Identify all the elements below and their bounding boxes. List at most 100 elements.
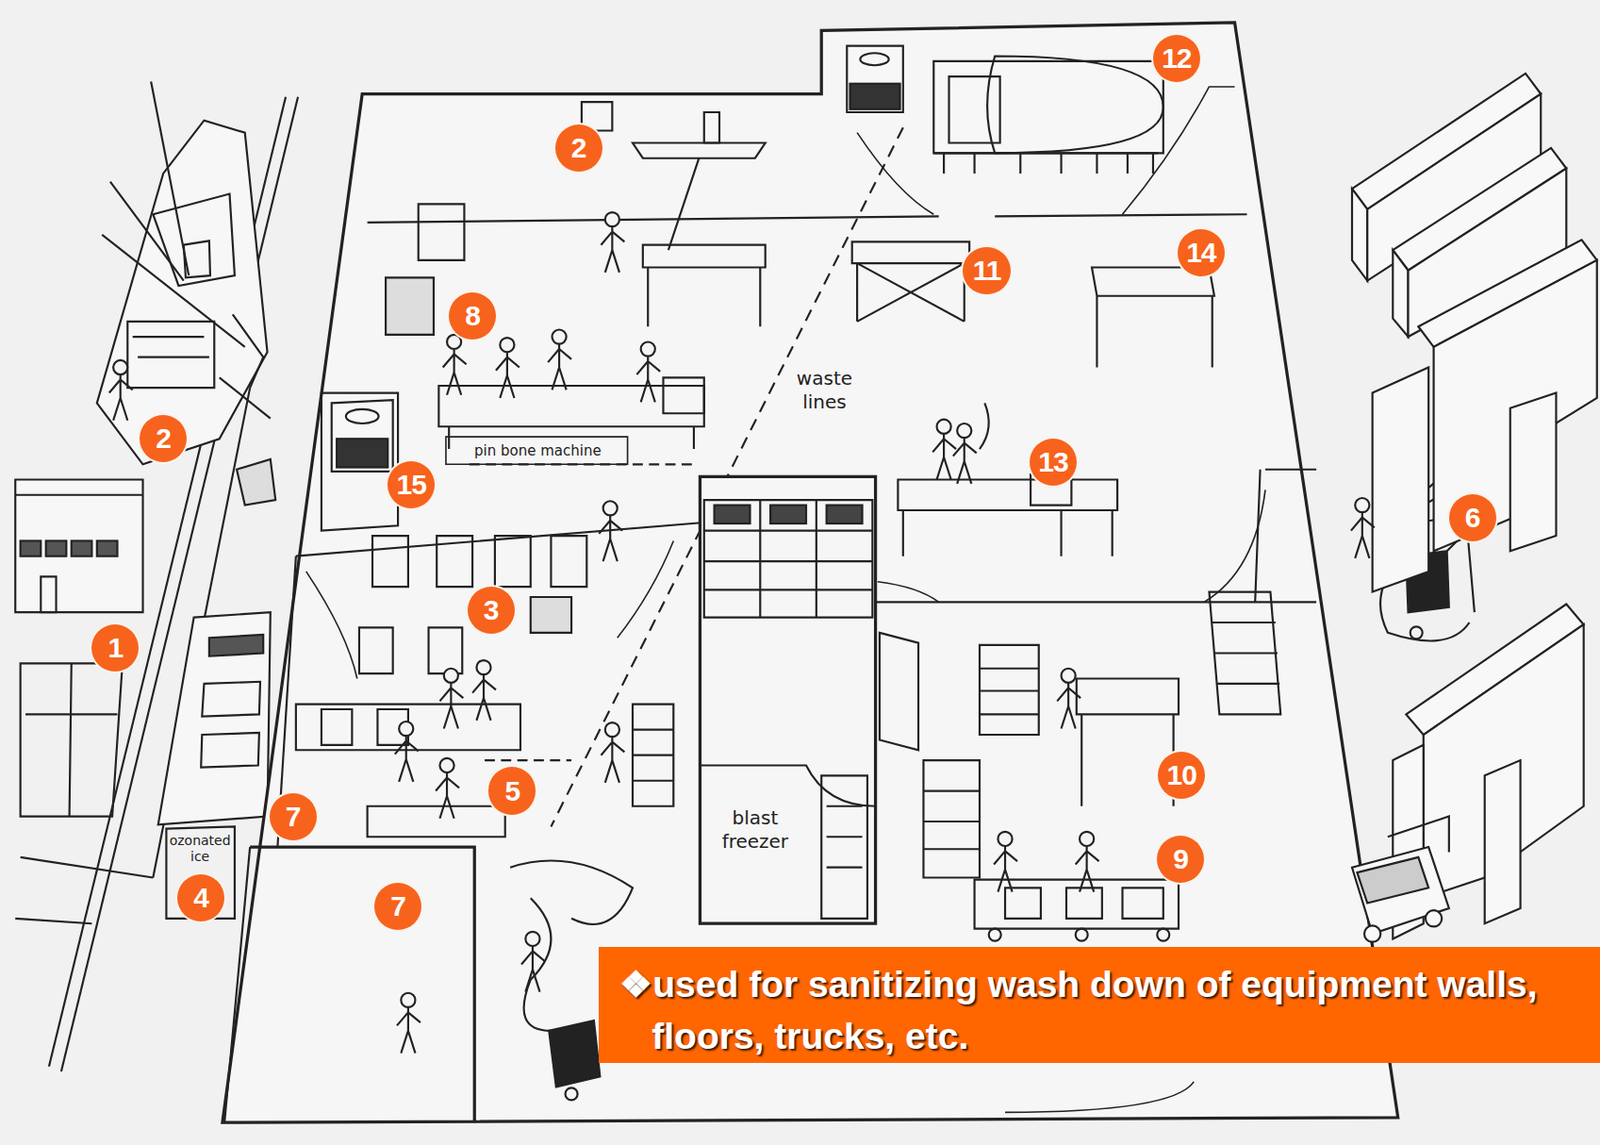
workers xyxy=(472,659,496,721)
processing-equipment xyxy=(469,462,694,465)
callout-number: 15 xyxy=(395,470,426,499)
workers xyxy=(443,334,467,396)
washer-carts xyxy=(548,1020,600,1087)
fishing-boat xyxy=(132,336,210,358)
processing-equipment xyxy=(1075,928,1089,941)
callout-circle: 9 xyxy=(1154,833,1206,885)
workers xyxy=(396,992,421,1054)
shore-buildings xyxy=(200,681,261,768)
callout-circle: 12 xyxy=(1151,32,1203,84)
trucks-and-forklift xyxy=(1372,367,1430,593)
callout-number: 7 xyxy=(285,802,301,831)
callout-number: 7 xyxy=(390,891,406,921)
trucks-and-forklift xyxy=(1352,73,1598,942)
processing-equipment xyxy=(852,241,970,321)
processing-equipment xyxy=(367,806,506,837)
processing-equipment xyxy=(321,709,409,745)
trucks-and-forklift xyxy=(1510,393,1557,552)
processing-equipment xyxy=(336,438,388,467)
freezer-and-racks xyxy=(699,476,875,924)
building-walls xyxy=(224,846,250,1122)
freezer-and-racks xyxy=(821,775,868,918)
shore-buildings xyxy=(236,459,276,506)
freezer-and-racks xyxy=(770,505,807,524)
callout-number: 1 xyxy=(107,633,123,662)
shore-buildings xyxy=(158,611,271,825)
callout-number: 4 xyxy=(193,883,209,912)
processing-equipment xyxy=(1208,592,1281,715)
processing-equipment xyxy=(359,626,462,674)
building-walls xyxy=(249,846,475,1122)
workers xyxy=(993,831,1018,892)
area-label: blast freezer xyxy=(709,806,801,854)
freezer-and-racks xyxy=(632,704,674,807)
callout-number: 13 xyxy=(1038,447,1068,477)
processing-equipment xyxy=(668,112,720,250)
ozone-generator xyxy=(933,152,1158,174)
processing-equipment xyxy=(418,203,465,261)
processing-equipment xyxy=(632,142,766,158)
processing-equipment xyxy=(662,377,704,413)
shore-buildings xyxy=(20,540,42,556)
workers xyxy=(435,758,460,819)
shore-buildings xyxy=(46,540,67,556)
shore-buildings xyxy=(40,576,56,612)
processing-equipment xyxy=(979,644,1040,735)
area-label: ozonated ice xyxy=(159,832,242,866)
building-walls xyxy=(306,571,358,679)
workers xyxy=(109,212,1375,1054)
workers xyxy=(521,931,545,992)
trucks-and-forklift xyxy=(1356,857,1429,904)
workers xyxy=(439,668,463,729)
processing-equipment xyxy=(923,759,980,877)
fishing-boat xyxy=(219,377,271,418)
workers xyxy=(1056,668,1081,729)
processing-equipment xyxy=(530,596,572,633)
processing-equipment xyxy=(979,402,990,449)
callout-number: 10 xyxy=(1167,760,1197,790)
shore-buildings xyxy=(20,662,123,816)
callout-number: 3 xyxy=(483,595,499,625)
area-label: pin bone machine xyxy=(441,442,636,461)
trucks-and-forklift xyxy=(1392,249,1408,337)
trucks-and-forklift xyxy=(1387,816,1450,853)
workers xyxy=(109,360,133,421)
callout-circle: 13 xyxy=(1027,436,1079,488)
fishing-boat xyxy=(152,194,235,286)
washer-carts xyxy=(524,897,552,1031)
workers xyxy=(1351,497,1375,559)
trucks-and-forklift xyxy=(1352,188,1368,281)
callout-circle: 2 xyxy=(137,412,189,464)
processing-equipment xyxy=(372,535,587,587)
building-walls xyxy=(1254,469,1317,603)
ozone-generator xyxy=(846,46,1164,174)
shore-buildings xyxy=(209,634,264,657)
callout-circle: 5 xyxy=(486,764,538,816)
workers xyxy=(932,419,957,480)
callout-number: 6 xyxy=(1465,503,1481,532)
ozone-generator xyxy=(846,46,904,113)
workers xyxy=(636,341,660,402)
fishing-boat xyxy=(97,120,268,465)
callout-number: 5 xyxy=(504,776,520,806)
building-walls xyxy=(875,600,1318,603)
fishing-boat xyxy=(232,313,264,388)
fishing-boat xyxy=(101,82,246,347)
processing-equipment xyxy=(643,245,766,328)
washer-carts xyxy=(1410,626,1423,639)
trucks-and-forklift xyxy=(1434,260,1598,551)
ozone-generator xyxy=(949,76,1001,143)
workers xyxy=(547,329,572,390)
workers xyxy=(1075,831,1100,892)
callout-circle: 15 xyxy=(385,459,437,511)
processing-equipment xyxy=(484,758,572,761)
callout-number: 2 xyxy=(155,424,171,453)
freezer-and-racks xyxy=(699,764,875,806)
ozone-generator xyxy=(850,83,901,110)
callout-circle: 6 xyxy=(1447,492,1499,544)
freezer-and-racks xyxy=(704,499,874,617)
building-walls xyxy=(617,540,675,638)
callout-circle: 1 xyxy=(89,622,141,674)
workers xyxy=(395,721,419,782)
callout-number: 2 xyxy=(571,133,587,163)
